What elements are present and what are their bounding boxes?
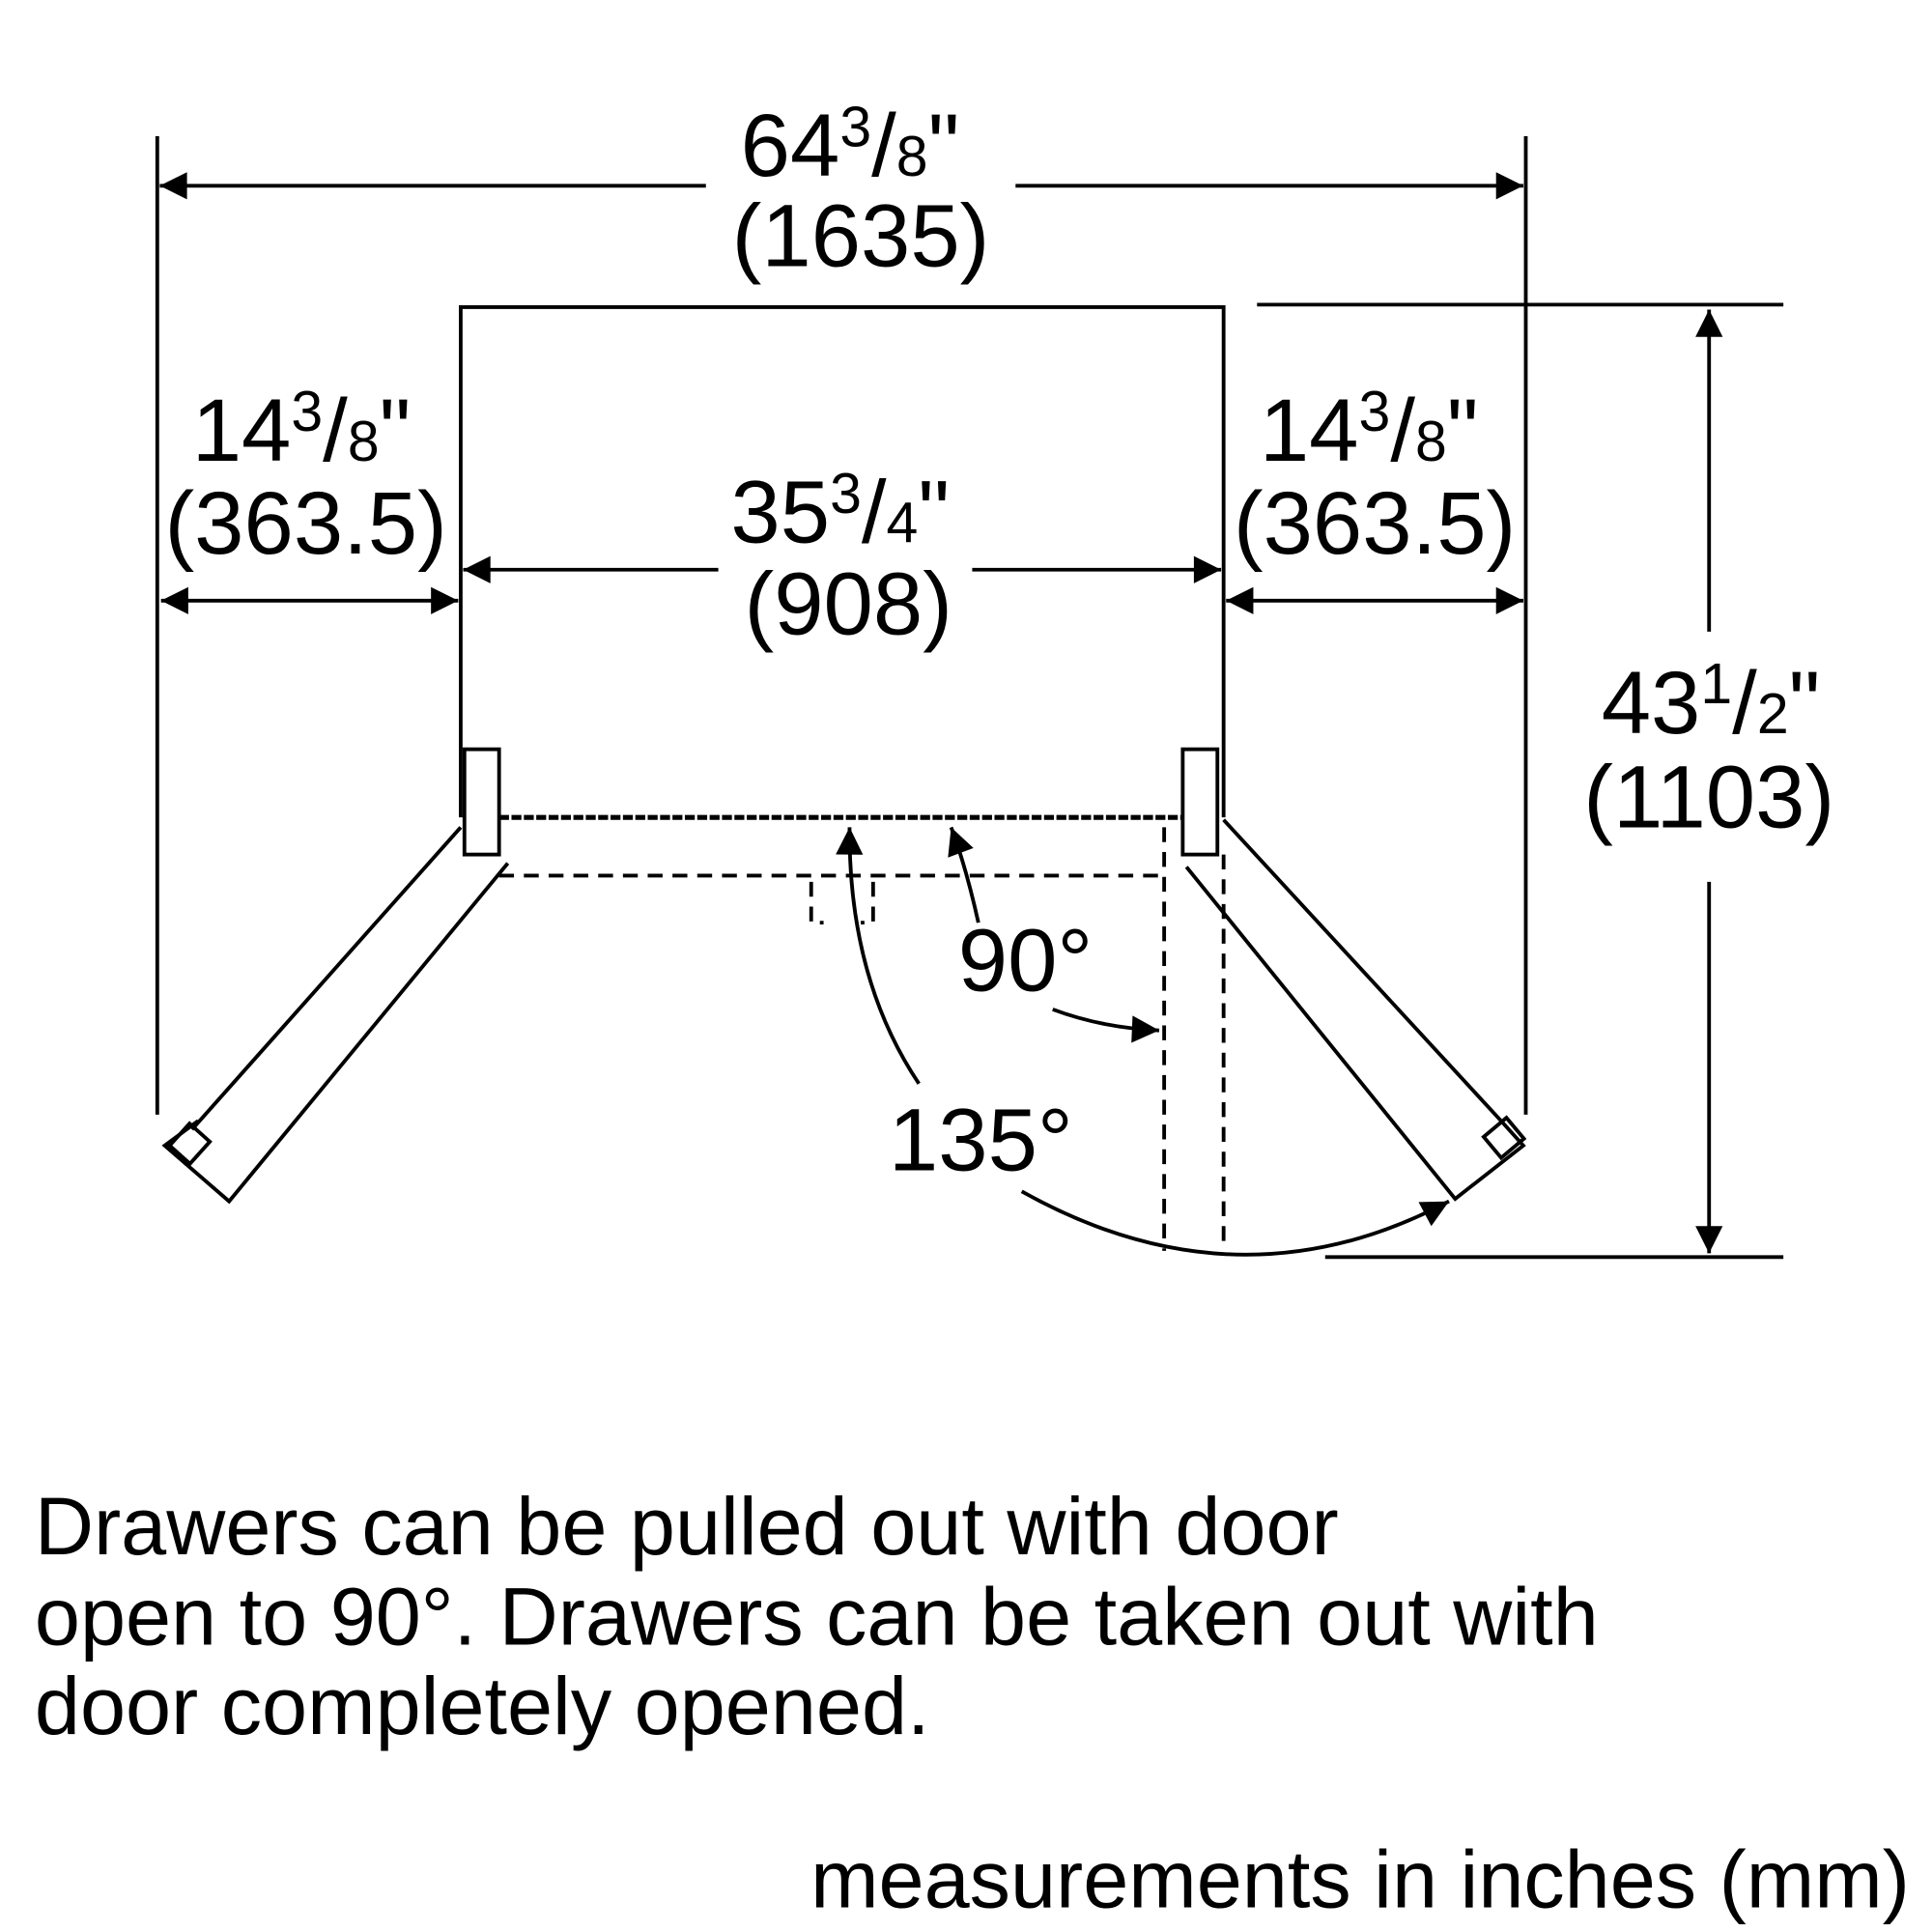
angle-90-label: 90° bbox=[958, 910, 1094, 1010]
refrigerator-cabinet bbox=[459, 305, 1226, 818]
overall-width-mm: (1635) bbox=[732, 185, 990, 286]
left-hinge bbox=[462, 747, 501, 857]
depth-inches: 431/2" bbox=[1602, 652, 1821, 753]
right-door-handle bbox=[1481, 1115, 1527, 1161]
right-door-open bbox=[1184, 818, 1526, 1202]
cabinet-width-mm: (908) bbox=[744, 553, 952, 653]
left-clearance-mm: (363.5) bbox=[164, 472, 446, 573]
note-line-3: door completely opened. bbox=[35, 1660, 930, 1751]
cabinet-width-inches: 353/4" bbox=[730, 462, 950, 562]
angle-90-arrow-side bbox=[1052, 1008, 1160, 1043]
left-clearance-inches: 143/8" bbox=[192, 380, 412, 480]
note-line-1: Drawers can be pulled out with door bbox=[35, 1480, 1339, 1572]
handle-outline bbox=[809, 881, 875, 925]
left-door-handle bbox=[166, 1121, 213, 1167]
angle-135-arrow-side bbox=[1020, 1189, 1450, 1257]
right-clearance-inches: 143/8" bbox=[1260, 380, 1479, 480]
left-door-open bbox=[161, 826, 510, 1205]
overall-width-inches: 643/8" bbox=[741, 95, 960, 195]
angle-135-label: 135° bbox=[889, 1090, 1073, 1190]
depth-mm: (1103) bbox=[1583, 746, 1834, 846]
note-line-2: open to 90°. Drawers can be taken out wi… bbox=[35, 1571, 1599, 1662]
right-clearance-mm: (363.5) bbox=[1234, 472, 1516, 573]
right-hinge bbox=[1180, 747, 1220, 857]
units-note: measurements in inches (mm) bbox=[810, 1833, 1910, 1924]
angle-90-arrow-top bbox=[948, 826, 980, 923]
angle-135-arrow-top bbox=[836, 827, 921, 1085]
